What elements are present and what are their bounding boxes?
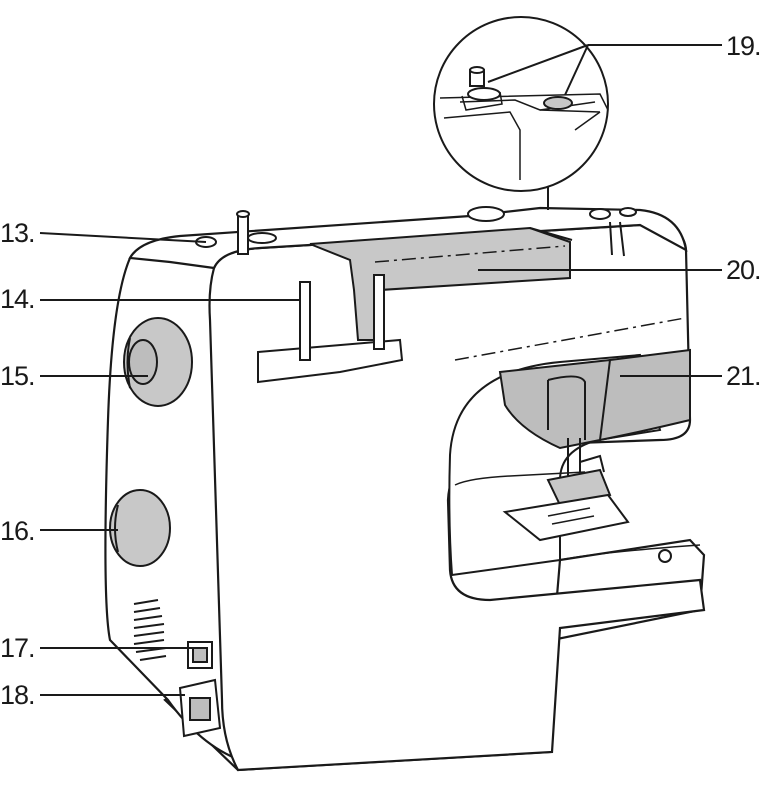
bobbin-winder-spindle [237, 213, 249, 255]
callout-15: 15. [0, 361, 35, 391]
needle-plate [502, 493, 630, 542]
callout-19: 19. [726, 31, 761, 61]
callout-20: 20. [726, 255, 761, 285]
zoom-inset [433, 16, 609, 210]
leader-lines [39, 44, 722, 696]
spool-pin-right [373, 274, 385, 350]
bed-screw [658, 549, 672, 563]
top-thread-guide [467, 206, 505, 222]
callout-21: 21. [726, 361, 761, 391]
callout-18: 18. [0, 680, 35, 710]
callout-13: 13. [0, 218, 35, 248]
callout-17: 17. [0, 633, 35, 663]
machine-illustration [104, 206, 706, 772]
zoom-inset-circle [433, 16, 609, 192]
leader-13 [39, 232, 207, 243]
callout-labels: 13. 14. 15. 16. 17. 18. 19. 20. 21. [0, 31, 762, 710]
air-vents [133, 599, 167, 661]
stitch-length-dial [109, 489, 171, 567]
callout-14: 14. [0, 284, 35, 314]
leader-19 [487, 44, 722, 96]
callout-16: 16. [0, 516, 35, 546]
spool-pin-left [299, 281, 311, 361]
